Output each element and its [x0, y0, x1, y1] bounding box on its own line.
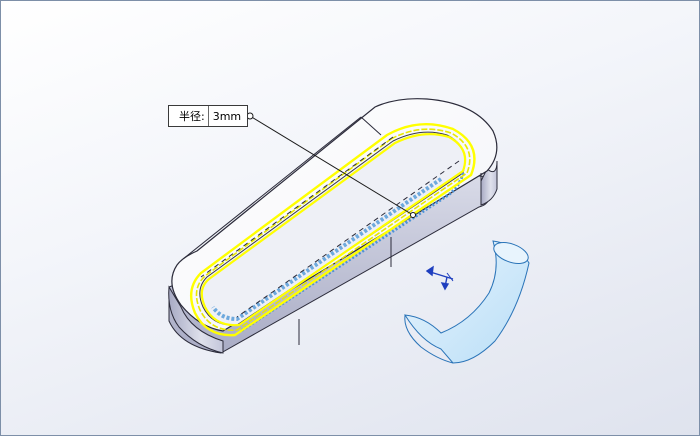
- radius-separator: :: [201, 109, 205, 123]
- radius-dimension-callout[interactable]: 半径: 3mm: [168, 105, 248, 127]
- slot-left-cap-wall[interactable]: [168, 285, 224, 354]
- slot-cap-edge: [360, 116, 382, 136]
- selected-fillet-edges[interactable]: [189, 123, 476, 337]
- leader-anchor-icon[interactable]: [410, 212, 416, 218]
- slot-tangent-edge: [182, 116, 362, 260]
- radius-value[interactable]: 3mm: [212, 109, 242, 123]
- radius-label: 半径:: [169, 106, 209, 126]
- fillet-edge-inner[interactable]: [200, 132, 467, 327]
- fillet-edge-middle[interactable]: [195, 128, 471, 331]
- dimension-leader-line: [249, 115, 414, 216]
- coordinate-triad-icon[interactable]: [425, 265, 454, 291]
- pocket-inner-wall-shade: [240, 172, 465, 333]
- slot-pocket[interactable]: [199, 131, 466, 333]
- pocket-inner-wall: [211, 177, 443, 322]
- slot-right-cap-wall[interactable]: [480, 160, 498, 206]
- radius-label-text: 半径: [179, 110, 201, 123]
- fillet-edge-dashes: [200, 136, 394, 278]
- fillet-preview-surface[interactable]: [404, 238, 531, 364]
- fillet-edge-dashes-2: [236, 160, 460, 318]
- fillet-edge-outer[interactable]: [189, 123, 476, 337]
